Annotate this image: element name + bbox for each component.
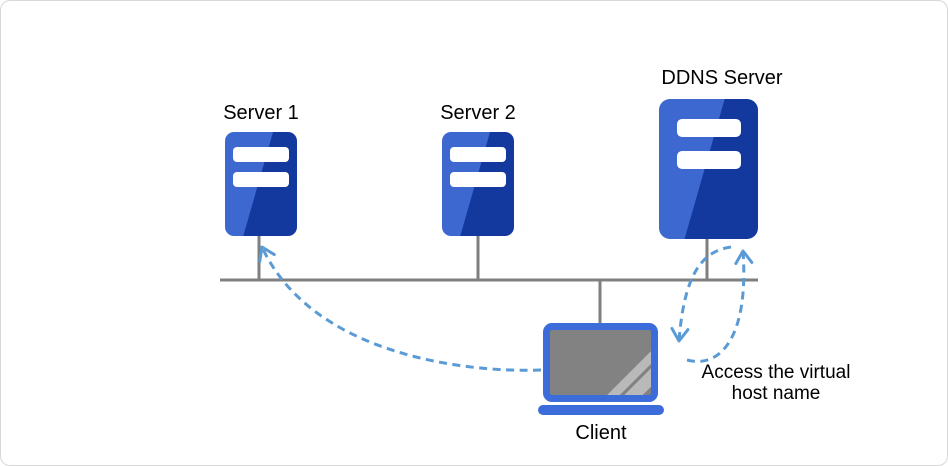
server2-icon bbox=[442, 132, 514, 236]
arrow-client-to-ddns bbox=[686, 249, 754, 363]
server-slot-bar bbox=[450, 147, 506, 162]
ddns-server-icon bbox=[659, 99, 758, 239]
server-slot-bar bbox=[676, 119, 741, 137]
annotation-access-virtual-host: Access the virtual host name bbox=[666, 362, 886, 404]
ddns-server-label: DDNS Server bbox=[661, 67, 783, 89]
server1-label: Server 1 bbox=[223, 102, 299, 124]
server-slot-bar bbox=[233, 147, 289, 162]
server-slot-bar bbox=[450, 172, 506, 187]
server-slot-bar bbox=[233, 172, 289, 187]
arrow-ddns-to-client bbox=[670, 245, 732, 343]
laptop-screen bbox=[550, 330, 651, 395]
server1-icon bbox=[225, 132, 297, 236]
laptop-icon bbox=[543, 323, 658, 402]
client-label: Client bbox=[575, 422, 627, 444]
arrow-client-to-server1 bbox=[258, 245, 542, 372]
server2-label: Server 2 bbox=[440, 102, 516, 124]
laptop-base bbox=[538, 405, 664, 415]
annotation-line1: Access the virtual bbox=[701, 362, 851, 383]
server-slot-bar bbox=[676, 151, 741, 169]
annotation-line2: host name bbox=[731, 383, 821, 404]
